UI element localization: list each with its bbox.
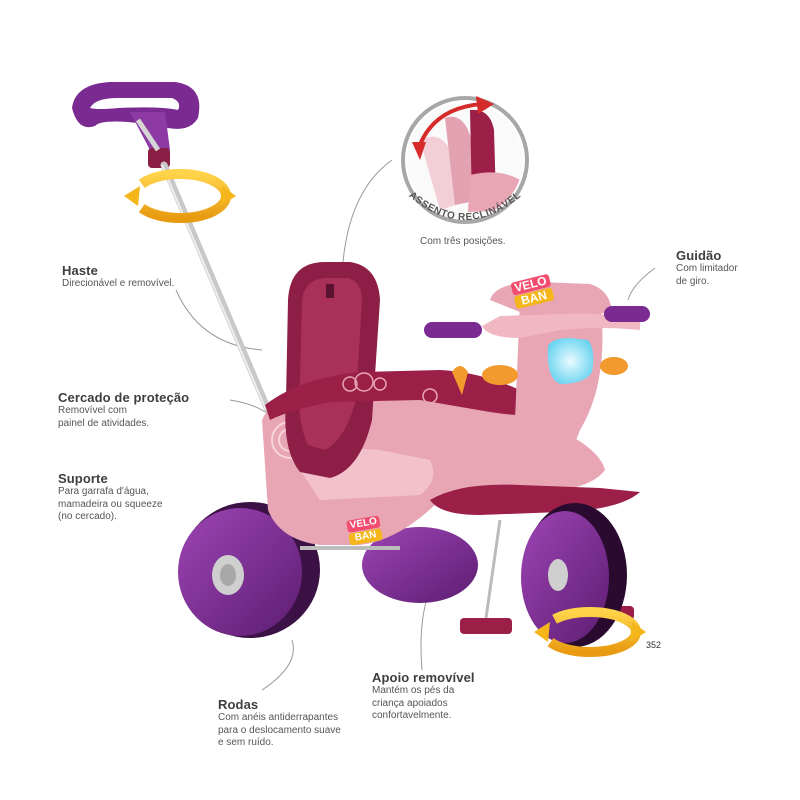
rodas-desc: Com anéis antiderrapantes para o desloca… — [218, 712, 341, 748]
cercado-desc: Removível com painel de atividades. — [58, 405, 150, 429]
apoio-title: Apoio removível — [372, 670, 475, 685]
front-lights — [482, 338, 628, 385]
recline-arrow-icon — [416, 102, 483, 151]
rodas-title: Rodas — [218, 697, 259, 712]
guidao-callout-line — [627, 267, 656, 301]
cercado-title: Cercado de proteção — [58, 390, 190, 405]
rodas-callout-line — [261, 639, 294, 691]
suporte-title: Suporte — [58, 471, 108, 486]
haste-title: Haste — [62, 263, 98, 278]
assento-callout-line — [342, 159, 393, 263]
guidao-desc: Com limitador de giro. — [676, 263, 738, 287]
haste-callout: Haste Direcionável e removível. — [62, 263, 174, 291]
assento-callout: Com três posições. — [420, 236, 506, 249]
apoio-desc: Mantém os pés da criança apoiados confor… — [372, 685, 455, 721]
suporte-desc: Para garrafa d'água, mamadeira ou squeez… — [58, 486, 163, 522]
protective-bar[interactable] — [265, 366, 560, 420]
model-number: 352 — [646, 640, 662, 650]
guidao-title: Guidão — [676, 248, 722, 263]
cercado-callout: Cercado de proteção Removível com painel… — [58, 390, 189, 430]
apoio-callout: Apoio removível Mantém os pés da criança… — [372, 670, 475, 723]
front-wheel — [521, 503, 627, 647]
suporte-callout: Suporte Para garrafa d'água, mamadeira o… — [58, 471, 163, 524]
handlebar[interactable] — [424, 306, 650, 338]
haste-callout-line — [175, 289, 263, 351]
push-handle[interactable] — [72, 82, 272, 414]
rotate-arrows-icon — [534, 607, 646, 657]
guidao-callout: Guidão Com limitador de giro. — [676, 248, 738, 288]
rear-wheel-front — [178, 502, 320, 638]
rotate-arrows-icon — [124, 169, 236, 223]
haste-desc: Direcionável e removível. — [62, 278, 175, 289]
reclining-seat-inset — [401, 96, 529, 224]
rodas-callout: Rodas Com anéis antiderrapantes para o d… — [218, 697, 341, 750]
assento-desc: Com três posições. — [420, 236, 506, 247]
reclining-seat[interactable] — [285, 262, 380, 478]
